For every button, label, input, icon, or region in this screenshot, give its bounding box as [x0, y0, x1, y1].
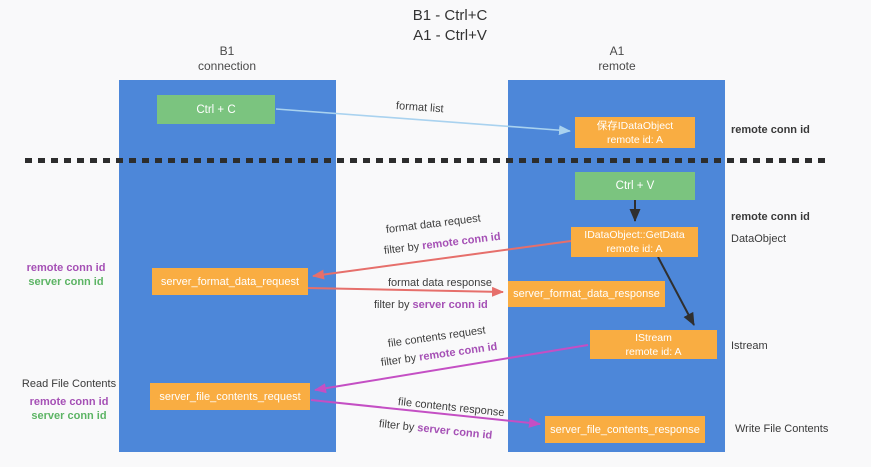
remote-conn-id-top-label: remote conn id — [731, 124, 810, 136]
istream-line1: IStream — [635, 331, 672, 344]
format-data-response-label: format data response — [388, 277, 492, 289]
ctrl-v-node: Ctrl + V — [575, 172, 695, 200]
right-column-header: A1 remote — [557, 44, 677, 74]
write-file-contents-label: Write File Contents — [735, 423, 829, 435]
save-idataobject-line2: remote id: A — [606, 133, 664, 146]
left-remote-conn-id-label: remote conn id — [26, 262, 106, 274]
getdata-node: IDataObject::GetData remote id: A — [571, 227, 698, 257]
file-response-filter-label: filter by server conn id — [378, 418, 492, 442]
getdata-line2: remote id: A — [606, 243, 663, 255]
left-conn-id-block: remote conn id server conn id — [18, 261, 114, 289]
istream-line2: remote id: A — [625, 345, 682, 358]
server-conn-id-text: server conn id — [412, 299, 488, 311]
remote-conn-id-text: remote conn id — [421, 230, 502, 253]
server-format-data-request-node: server_format_data_request — [152, 268, 308, 295]
left-server-conn-id-label-2: server conn id — [31, 410, 107, 422]
right-column-subtitle: remote — [598, 59, 636, 73]
filter-by-text: filter by — [374, 299, 410, 311]
getdata-line1: IDataObject::GetData — [584, 229, 685, 241]
title-line-1: B1 - Ctrl+C — [412, 7, 488, 24]
left-server-conn-id-label: server conn id — [28, 276, 104, 288]
filter-by-text: filter by — [380, 352, 417, 369]
filter-by-text: filter by — [378, 418, 415, 434]
format-response-filter-label: filter by server conn id — [374, 299, 488, 311]
title-line-2: A1 - Ctrl+V — [413, 27, 487, 44]
left-column-subtitle: connection — [197, 59, 257, 73]
right-column-name: A1 — [609, 44, 625, 58]
istream-node: IStream remote id: A — [590, 330, 717, 359]
format-data-request-label: format data request — [385, 212, 482, 236]
istream-side-label: Istream — [731, 340, 768, 352]
read-file-contents-block: Read File Contents remote conn id server… — [14, 377, 124, 423]
file-contents-response-label: file contents response — [397, 396, 506, 420]
ctrl-c-node: Ctrl + C — [157, 95, 275, 124]
filter-by-text: filter by — [383, 240, 420, 257]
dataobject-label: DataObject — [731, 233, 787, 245]
remote-conn-id-mid-label: remote conn id — [731, 211, 810, 223]
format-list-label: format list — [395, 100, 444, 116]
left-column-name: B1 — [219, 44, 235, 58]
server-file-contents-response-node: server_file_contents_response — [545, 416, 705, 443]
server-conn-id-text: server conn id — [416, 422, 493, 442]
left-remote-conn-id-label-2: remote conn id — [29, 396, 109, 408]
read-file-contents-label: Read File Contents — [21, 378, 117, 390]
page-title: B1 - Ctrl+C A1 - Ctrl+V — [300, 6, 600, 46]
left-column-header: B1 connection — [167, 44, 287, 74]
remote-conn-id-text: remote conn id — [418, 340, 499, 364]
save-idataobject-line1: 保存IDataObject — [596, 119, 674, 132]
server-format-data-response-node: server_format_data_response — [508, 281, 665, 307]
save-idataobject-node: 保存IDataObject remote id: A — [575, 117, 695, 148]
format-request-filter-label: filter by remote conn id — [383, 231, 501, 257]
server-file-contents-request-node: server_file_contents_request — [150, 383, 310, 410]
dashed-divider — [25, 158, 831, 163]
